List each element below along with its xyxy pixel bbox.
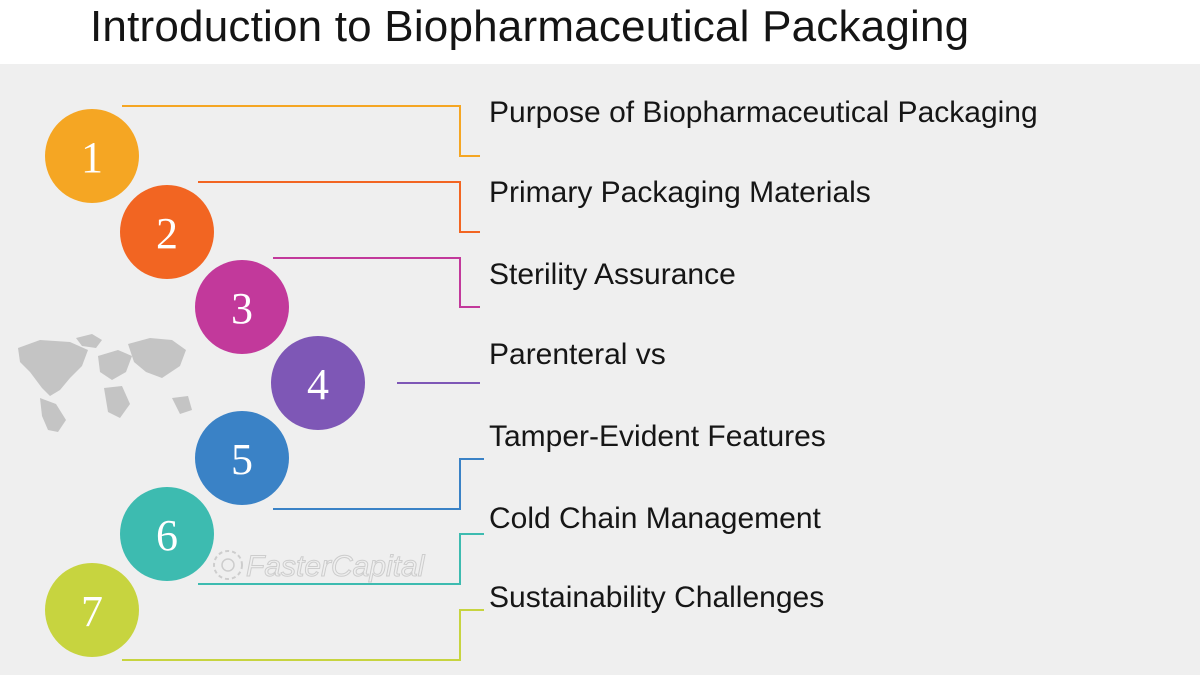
circle-6-number: 6 (156, 511, 178, 560)
circle-7: 7 (45, 563, 139, 657)
circle-2-number: 2 (156, 209, 178, 258)
connector-1 (122, 105, 480, 157)
connector-7 (122, 609, 484, 661)
connector-3 (273, 257, 480, 308)
circle-1-number: 1 (81, 133, 103, 182)
circle-4-number: 4 (307, 360, 329, 409)
watermark: FasterCapital (213, 550, 426, 584)
item-label-4: Parenteral vs (489, 338, 666, 371)
item-label-7: Sustainability Challenges (489, 581, 825, 614)
item-label-6: Cold Chain Management (489, 502, 821, 535)
item-label-3: Sterility Assurance (489, 258, 736, 291)
world-map-graphic (18, 334, 192, 432)
circle-3: 3 (195, 260, 289, 354)
connectors (122, 105, 484, 661)
circle-7-number: 7 (81, 587, 103, 636)
circle-4: 4 (271, 336, 365, 430)
item-label-5: Tamper-Evident Features (489, 420, 826, 453)
connector-5 (273, 458, 484, 510)
item-label-1: Purpose of Biopharmaceutical Packaging (489, 96, 1038, 129)
circle-1: 1 (45, 109, 139, 203)
circle-4-fill (271, 336, 365, 430)
watermark-gear-icon (213, 550, 243, 580)
circle-3-number: 3 (231, 284, 253, 333)
title-band (0, 0, 1200, 64)
circle-6-fill (120, 487, 214, 581)
circle-6: 6 (120, 487, 214, 581)
circle-1-fill (45, 109, 139, 203)
connector-2 (198, 181, 480, 233)
circle-5: 5 (195, 411, 289, 505)
item-label-2: Primary Packaging Materials (489, 176, 871, 209)
connector-6 (198, 533, 484, 585)
circle-2: 2 (120, 185, 214, 279)
number-circles: 1 2 3 4 5 6 7 (45, 109, 365, 657)
circle-7-fill (45, 563, 139, 657)
circle-3-fill (195, 260, 289, 354)
circle-5-number: 5 (231, 435, 253, 484)
page-title: Introduction to Biopharmaceutical Packag… (90, 2, 970, 51)
circle-2-fill (120, 185, 214, 279)
watermark-text: FasterCapital (246, 550, 426, 583)
circle-5-fill (195, 411, 289, 505)
